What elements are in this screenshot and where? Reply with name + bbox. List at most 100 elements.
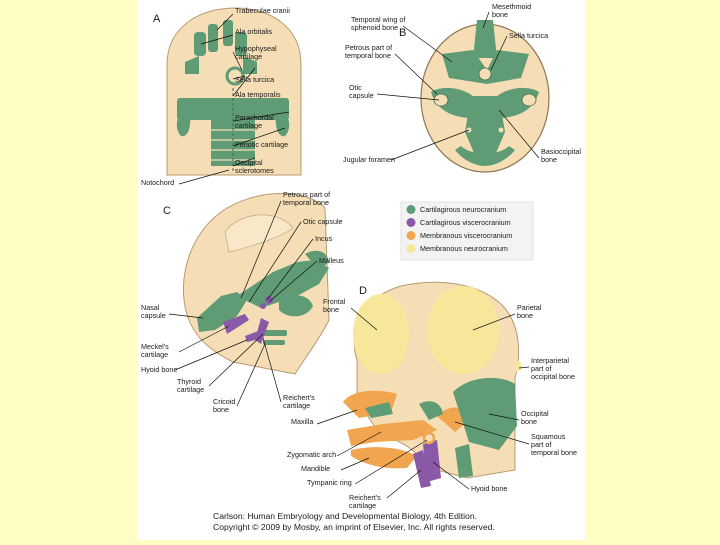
panel-b-label: Jugular foramen	[343, 155, 395, 164]
leader-line	[316, 409, 358, 425]
basioccipital	[465, 96, 505, 160]
cranial-base-c	[237, 260, 329, 308]
panel-c-label: Incus	[315, 234, 333, 243]
panel-c-label: Nasal	[141, 303, 160, 312]
panel-c-label: Thyroid	[177, 377, 201, 386]
panel-b-label: sphenoid bone	[351, 23, 398, 32]
jugular-foramen-right	[498, 127, 504, 133]
occipital-c	[305, 250, 329, 270]
malleus-c	[265, 296, 273, 304]
hypophyseal-cartilage	[225, 66, 245, 86]
panel-d-neurocranium	[365, 377, 517, 478]
color-legend: Cartilagirous neurocraniumCartilagirous …	[400, 201, 534, 261]
sella-turcica-b	[478, 67, 492, 81]
legend-swatch	[406, 205, 416, 214]
leader-line	[232, 127, 286, 147]
otic-capsule-left	[433, 93, 449, 107]
petrous-d	[419, 401, 443, 420]
panel-a-label: Trabeculae cranii	[235, 6, 290, 15]
panel-b-label: Basioccipital	[541, 147, 581, 156]
panel-d-label: bone	[521, 417, 537, 426]
panel-d-label: temporal bone	[531, 448, 577, 457]
trabecula-right	[223, 20, 233, 46]
panel-d-letter: D	[359, 285, 367, 297]
panel-d-label: bone	[323, 305, 339, 314]
panel-c-label: Reichert's	[283, 393, 315, 402]
leader-line	[394, 53, 438, 95]
panel-a-label: Notochord	[141, 178, 174, 187]
legend-box	[400, 201, 534, 261]
leader-line	[232, 157, 256, 167]
leader-line	[266, 238, 314, 301]
panel-d-label: Tympanic ring	[307, 478, 352, 487]
leader-line	[498, 109, 540, 159]
leader-line	[262, 337, 282, 403]
leader-line	[248, 221, 302, 303]
leader-line	[178, 169, 230, 185]
leader-line	[390, 129, 470, 161]
panel-d-label: Hyoid bone	[471, 484, 507, 493]
panel-d-label: Parietal	[517, 303, 542, 312]
occipital-arch	[455, 146, 515, 166]
leader-line	[174, 339, 248, 371]
leader-line	[236, 343, 266, 407]
legend-label: Cartilagirous viscerocranium	[420, 218, 511, 227]
zygomatic-arch-d	[347, 420, 437, 446]
leader-line	[350, 307, 378, 331]
legend-swatch	[406, 218, 416, 227]
legend-label: Membranous neurocranium	[420, 244, 508, 253]
periotic-right	[275, 108, 290, 137]
mesethmoid	[473, 20, 497, 58]
panel-c-label: Otic capsule	[303, 217, 343, 226]
leader-line	[216, 13, 234, 31]
cervical-d	[455, 444, 473, 478]
panel-d-label: part of	[531, 364, 551, 373]
panel-c-label: bone	[213, 405, 229, 414]
leader-line	[432, 461, 470, 490]
legend-swatch	[406, 244, 416, 253]
panel-a-label: cartilage	[235, 52, 262, 61]
panel-d-label: part of	[531, 440, 551, 449]
leader-line	[232, 75, 246, 80]
mandible-d	[351, 447, 417, 469]
panel-c-label: Cricoid	[213, 397, 235, 406]
thyroid-c	[261, 330, 287, 336]
occipital-bone-d	[453, 377, 517, 450]
leader-line	[232, 67, 256, 97]
panel-c-label: Malleus	[319, 256, 344, 265]
leader-line	[232, 111, 290, 122]
nasal-capsule	[197, 292, 247, 332]
panel-d-label: Frontal	[323, 297, 346, 306]
leader-line	[402, 25, 453, 63]
panel-c-leader-lines	[168, 200, 318, 407]
panel-b-label: Mesethmoid	[492, 2, 531, 11]
panel-a-letter: A	[153, 13, 161, 25]
leader-line	[340, 457, 370, 471]
panel-a-label: Ala temporalis	[235, 90, 281, 99]
panel-d-label: Reichert's	[349, 493, 381, 502]
ala-temporalis-left	[185, 56, 199, 74]
panel-d-label: occipital bone	[531, 372, 575, 381]
leader-line	[354, 439, 428, 485]
panel-c-orbit	[224, 214, 294, 253]
panel-b-leader-lines	[376, 11, 540, 161]
leader-line	[232, 51, 243, 71]
panel-d-label: cartilage	[349, 501, 376, 510]
panel-a-label: Occipital	[235, 158, 263, 167]
panel-b-label: capsule	[349, 91, 374, 100]
leader-line	[376, 93, 440, 101]
leader-line	[518, 366, 530, 369]
reicherts-c	[255, 318, 269, 344]
panel-a-label: sclerotomes	[235, 166, 274, 175]
temporal-wing-sphenoid	[442, 50, 529, 84]
ala-orbitalis-right	[235, 32, 247, 56]
meckels-cartilage	[223, 314, 249, 334]
panel-d-label: Occipital	[521, 409, 549, 418]
reicherts-d	[413, 450, 431, 488]
panel-b-label: Otic	[349, 83, 362, 92]
panel-d-label: Squamous	[531, 432, 566, 441]
interparietal-d	[515, 360, 522, 372]
